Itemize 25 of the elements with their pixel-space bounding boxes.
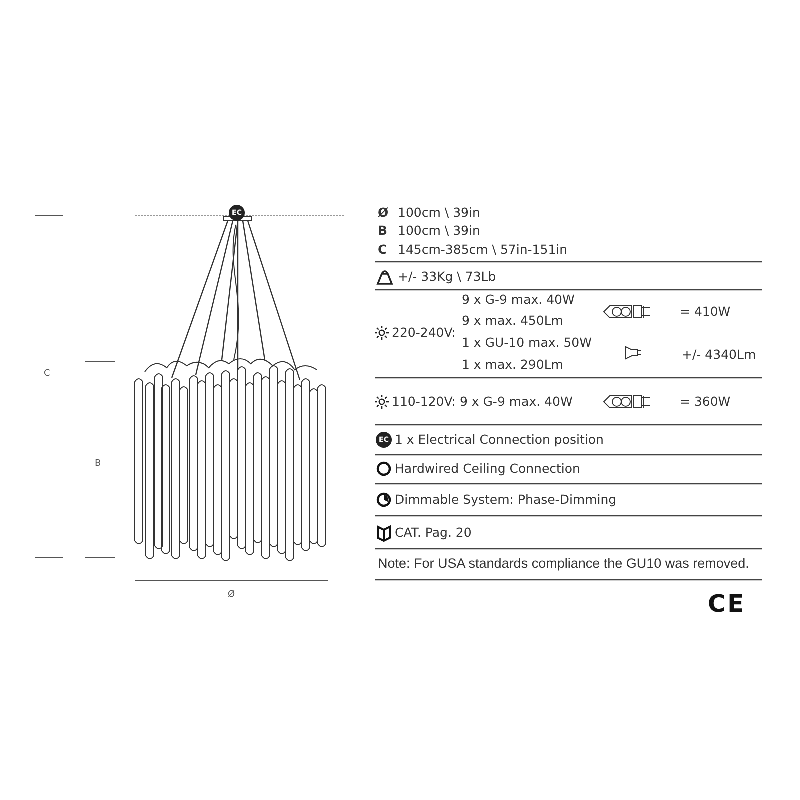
dimension-label: C bbox=[44, 368, 50, 381]
voltage-label: 220-240V: bbox=[392, 325, 456, 341]
spec-value: 1 x GU-10 max. 50W bbox=[462, 335, 592, 351]
total-power: = 360W bbox=[680, 394, 731, 410]
spec-text: CAT. Pag. 20 bbox=[395, 525, 472, 541]
spec-value: 9 x G-9 max. 40W bbox=[462, 292, 575, 308]
spec-text: Dimmable System: Phase-Dimming bbox=[395, 492, 617, 508]
dimension-symbol: C bbox=[378, 242, 388, 258]
dimension-label: B bbox=[95, 458, 102, 471]
dimension-label: Ø bbox=[228, 589, 236, 602]
spec-value: 9 x max. 450Lm bbox=[462, 313, 564, 329]
spec-text: 1 x Electrical Connection position bbox=[395, 432, 604, 448]
voltage-label: 110-120V: 9 x G-9 max. 40W bbox=[392, 394, 573, 410]
spec-value: 100cm \ 39in bbox=[398, 223, 480, 239]
spec-value: 100cm \ 39in bbox=[398, 205, 480, 221]
dimension-symbol: Ø bbox=[378, 205, 389, 221]
dimension-symbol: B bbox=[378, 223, 388, 239]
weight-value: +/- 33Kg \ 73Lb bbox=[398, 269, 496, 285]
spec-text: Hardwired Ceiling Connection bbox=[395, 461, 580, 477]
spec-value: 1 x max. 290Lm bbox=[462, 357, 564, 373]
note-text: Note: For USA standards compliance the GU10 was removed. bbox=[378, 556, 750, 572]
total-lumen: +/- 4340Lm bbox=[682, 347, 756, 363]
conformity-mark: CE bbox=[708, 591, 746, 617]
total-power: = 410W bbox=[680, 304, 731, 320]
spec-value: 145cm-385cm \ 57in-151in bbox=[398, 242, 568, 258]
